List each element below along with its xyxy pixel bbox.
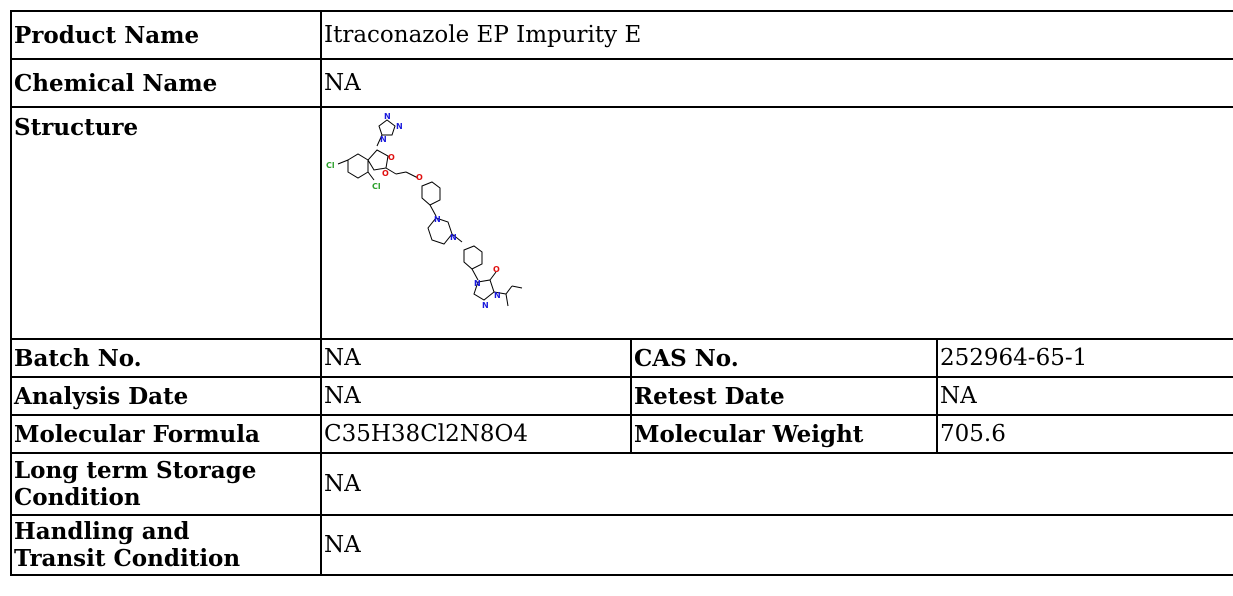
atom-n-6: N bbox=[474, 279, 481, 288]
row-formula-weight: Molecular Formula C35H38Cl2N8O4 Molecula… bbox=[10, 414, 1233, 454]
handling-label-line1: Handling and bbox=[14, 518, 190, 545]
product-spec-table: Product Name Itraconazole EP Impurity E … bbox=[10, 10, 1233, 576]
retest-date-label: Retest Date bbox=[630, 376, 938, 416]
molecular-weight-value: 705.6 bbox=[935, 414, 1233, 454]
storage-label-line2: Condition bbox=[14, 484, 141, 511]
dichlorophenyl-ring bbox=[347, 153, 369, 179]
atom-cl-2: Cl bbox=[372, 182, 381, 191]
storage-label: Long term Storage Condition bbox=[10, 452, 322, 516]
piperazine-ring bbox=[427, 217, 453, 245]
atom-o-2: O bbox=[382, 169, 389, 178]
row-chemical-name: Chemical Name NA bbox=[10, 58, 1233, 108]
structure-cell: N N N O O Cl Cl O N N N O N N bbox=[319, 106, 1233, 340]
row-storage: Long term Storage Condition NA bbox=[10, 452, 1233, 516]
atom-n-1: N bbox=[384, 112, 391, 121]
structure-label: Structure bbox=[10, 106, 322, 340]
product-name-label: Product Name bbox=[10, 10, 322, 60]
triazole-ring-top bbox=[378, 119, 396, 136]
atom-o-3: O bbox=[416, 173, 423, 182]
chemical-name-value: NA bbox=[319, 58, 1233, 108]
analysis-date-value: NA bbox=[320, 376, 632, 416]
atom-n-5: N bbox=[450, 233, 457, 242]
atom-n-3: N bbox=[380, 135, 387, 144]
cas-no-value: 252964-65-1 bbox=[935, 338, 1233, 378]
phenyl-ring-2 bbox=[463, 245, 483, 270]
handling-label: Handling and Transit Condition bbox=[10, 514, 322, 576]
row-batch-cas: Batch No. NA CAS No. 252964-65-1 bbox=[10, 338, 1233, 378]
retest-date-value: NA bbox=[935, 376, 1233, 416]
storage-label-line1: Long term Storage bbox=[14, 457, 257, 484]
atom-n-7: N bbox=[494, 291, 501, 300]
molecular-weight-label: Molecular Weight bbox=[630, 414, 938, 454]
batch-no-value: NA bbox=[320, 338, 632, 378]
molecular-formula-value: C35H38Cl2N8O4 bbox=[320, 414, 632, 454]
row-handling: Handling and Transit Condition NA bbox=[10, 514, 1233, 576]
phenyl-ring-1 bbox=[421, 181, 441, 206]
atom-cl-1: Cl bbox=[326, 161, 335, 170]
cas-no-label: CAS No. bbox=[630, 338, 938, 378]
analysis-date-label: Analysis Date bbox=[10, 376, 322, 416]
product-name-value: Itraconazole EP Impurity E bbox=[319, 10, 1233, 60]
row-dates: Analysis Date NA Retest Date NA bbox=[10, 376, 1233, 416]
atom-o-1: O bbox=[388, 153, 395, 162]
row-structure: Structure bbox=[10, 106, 1233, 340]
atom-n-8: N bbox=[482, 301, 489, 310]
handling-value: NA bbox=[319, 514, 1233, 576]
atom-n-2: N bbox=[396, 122, 403, 131]
atom-o-4: O bbox=[493, 265, 500, 274]
dioxolane-ring bbox=[367, 149, 389, 171]
chemical-structure-image: N N N O O Cl Cl O N N N O N N bbox=[326, 112, 523, 310]
handling-label-line2: Transit Condition bbox=[14, 545, 241, 572]
chemical-name-label: Chemical Name bbox=[10, 58, 322, 108]
triazolone-ring bbox=[473, 279, 495, 301]
storage-value: NA bbox=[319, 452, 1233, 516]
molecular-formula-label: Molecular Formula bbox=[10, 414, 322, 454]
atom-n-4: N bbox=[434, 215, 441, 224]
batch-no-label: Batch No. bbox=[10, 338, 322, 378]
row-product-name: Product Name Itraconazole EP Impurity E bbox=[10, 10, 1233, 60]
